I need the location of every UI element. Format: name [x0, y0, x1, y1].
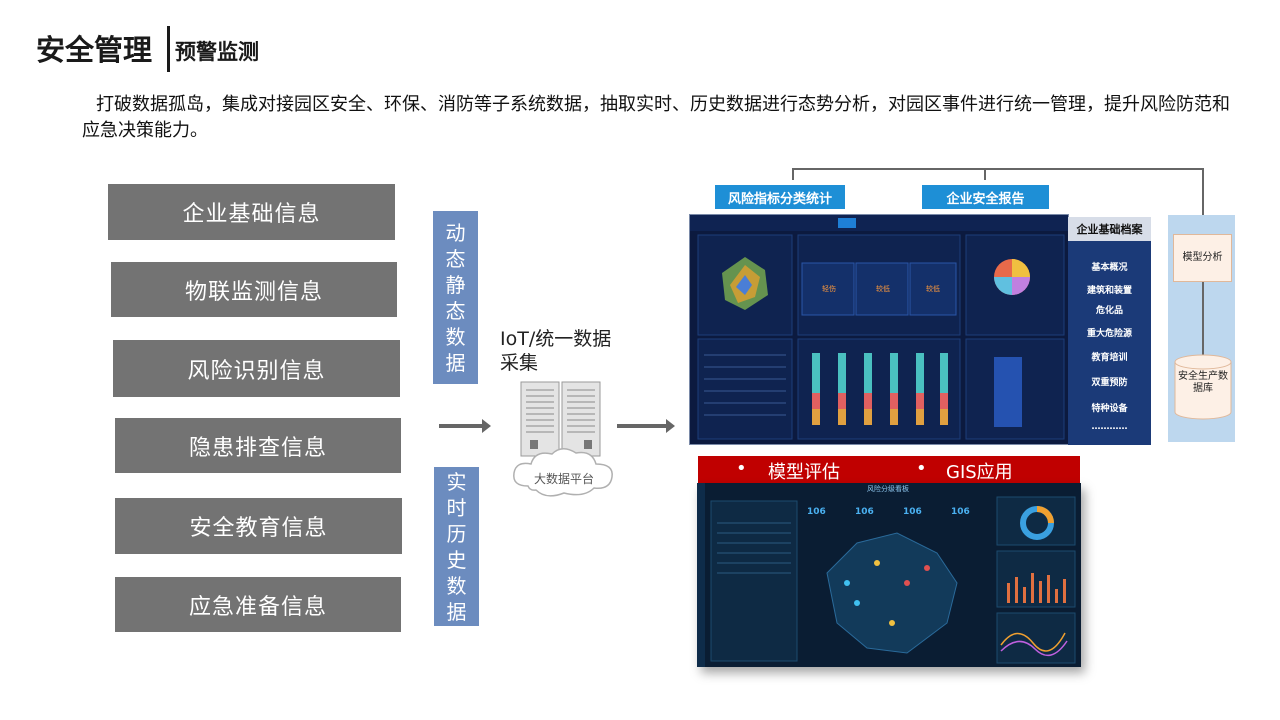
- connector-model-db: [1202, 282, 1204, 356]
- risk-dashboard-screenshot: 轻伤 较低 较低: [689, 214, 1069, 445]
- stat-value: 106: [951, 507, 970, 517]
- safety-report-tag: 企业安全报告: [922, 185, 1049, 209]
- risk-stats-tag: 风险指标分类统计: [715, 185, 845, 209]
- category-risk-identification: 风险识别信息: [113, 340, 400, 397]
- archive-item: …………: [1068, 422, 1151, 432]
- model-eval-label: 模型评估: [768, 458, 840, 484]
- enterprise-archive-panel: 企业基础档案 基本概况 建筑和装置 危化品 重大危险源 教育培训 双重预防 特种…: [1068, 217, 1151, 445]
- connector-top: [792, 168, 1204, 170]
- archive-item: 建筑和装置: [1068, 283, 1151, 296]
- archive-item: 重大危险源: [1068, 326, 1151, 339]
- category-emergency-preparation: 应急准备信息: [115, 577, 401, 632]
- stat-value: 106: [855, 507, 874, 517]
- category-iot-monitoring: 物联监测信息: [111, 262, 397, 317]
- vertical-char: 实: [447, 469, 467, 495]
- category-safety-education: 安全教育信息: [115, 498, 402, 554]
- vertical-char: 时: [447, 495, 467, 521]
- connector-down-right: [984, 168, 986, 180]
- vertical-char: 史: [447, 547, 467, 573]
- archive-item: 双重预防: [1068, 375, 1151, 388]
- arrow-to-platform: [439, 424, 483, 428]
- arrow-to-dashboard: [617, 424, 667, 428]
- vertical-char: 态: [446, 298, 466, 324]
- vertical-char: 静: [446, 272, 466, 298]
- title-divider: [167, 26, 170, 72]
- gis-dashboard-title: 风险分级看板: [867, 484, 909, 494]
- realtime-history-data-box: 实时历史数据: [434, 467, 479, 626]
- vertical-char: 数: [446, 324, 466, 350]
- archive-item: 教育培训: [1068, 350, 1151, 363]
- svg-text:较低: 较低: [926, 284, 940, 293]
- gis-dashboard-screenshot: 风险分级看板 106 106 106 106: [697, 483, 1081, 667]
- vertical-char: 据: [447, 599, 467, 625]
- archive-title: 企业基础档案: [1068, 217, 1151, 241]
- archive-item: 基本概况: [1068, 260, 1151, 273]
- vertical-char: 数: [447, 573, 467, 599]
- connector-down-left: [792, 168, 794, 180]
- gis-label: GIS应用: [946, 458, 1013, 484]
- iot-collection-label: IoT/统一数据 采集: [500, 327, 620, 375]
- intro-text: 打破数据孤岛，集成对接园区安全、环保、消防等子系统数据，抽取实时、历史数据进行态…: [82, 92, 1232, 144]
- stat-value: 106: [807, 507, 826, 517]
- category-hazard-inspection: 隐患排查信息: [115, 418, 401, 473]
- stat-value: 106: [903, 507, 922, 517]
- big-data-platform-label: 大数据平台: [514, 470, 614, 487]
- svg-text:较低: 较低: [876, 284, 890, 293]
- safety-database-label: 安全生产数据库: [1177, 371, 1229, 395]
- page-subtitle: 预警监测: [175, 36, 259, 66]
- model-analysis-box: 模型分析: [1173, 234, 1232, 282]
- category-enterprise-basic: 企业基础信息: [108, 184, 395, 240]
- archive-item: 危化品: [1068, 303, 1151, 316]
- feature-banner: • 模型评估 • GIS应用: [698, 456, 1080, 483]
- svg-text:轻伤: 轻伤: [822, 284, 836, 293]
- vertical-char: 据: [446, 350, 466, 376]
- static-dynamic-data-box: 动态静态数据: [433, 211, 478, 384]
- vertical-char: 历: [447, 521, 467, 547]
- vertical-char: 态: [446, 246, 466, 272]
- vertical-char: 动: [446, 220, 466, 246]
- page-title: 安全管理: [36, 27, 152, 69]
- archive-item: 特种设备: [1068, 401, 1151, 414]
